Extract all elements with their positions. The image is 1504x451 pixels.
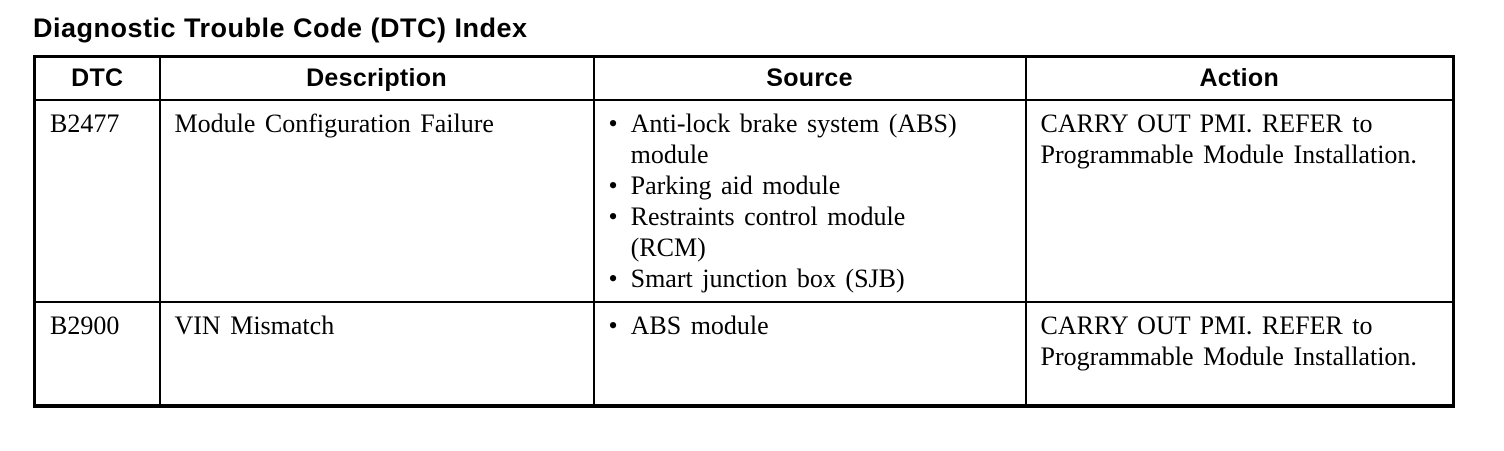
dtc-code-cell: B2477 xyxy=(33,98,161,303)
action-text: CARRY OUT PMI. REFER to Programmable Mod… xyxy=(1040,108,1417,169)
source-list: • Anti-lock brake system (ABS) module • … xyxy=(609,108,1011,294)
column-header-source: Source xyxy=(592,55,1027,101)
source-cell: • ABS module xyxy=(592,300,1027,407)
source-item-text: Smart junction box (SJB) xyxy=(630,263,905,293)
table-row: B2900 VIN Mismatch • ABS module CARRY OU… xyxy=(33,300,1455,407)
source-item-text: Parking aid module xyxy=(630,170,841,200)
source-list-item: • Parking aid module xyxy=(609,170,1011,201)
bullet-icon: • xyxy=(608,310,618,340)
bullet-icon: • xyxy=(608,263,618,293)
action-text: CARRY OUT PMI. REFER to Programmable Mod… xyxy=(1040,310,1417,371)
dtc-code-cell: B2900 xyxy=(33,300,161,407)
bullet-icon: • xyxy=(608,201,618,231)
source-item-text: Anti-lock brake system (ABS) module xyxy=(630,108,957,169)
source-item-text: ABS module xyxy=(630,310,769,340)
description-cell: VIN Mismatch xyxy=(158,300,595,407)
document-page: Diagnostic Trouble Code (DTC) Index DTC … xyxy=(0,13,1504,408)
bullet-icon: • xyxy=(608,108,618,138)
description-cell: Module Configuration Failure xyxy=(158,98,595,303)
dtc-index-table: DTC Description Source Action B2477 Modu… xyxy=(33,55,1455,408)
source-list-item: • Anti-lock brake system (ABS) module xyxy=(609,108,1011,170)
table-header-row: DTC Description Source Action xyxy=(33,55,1455,101)
source-list-item: • ABS module xyxy=(609,310,1011,341)
column-header-description: Description xyxy=(158,55,595,101)
action-cell: CARRY OUT PMI. REFER to Programmable Mod… xyxy=(1024,98,1455,303)
column-header-dtc: DTC xyxy=(33,55,161,101)
action-cell: CARRY OUT PMI. REFER to Programmable Mod… xyxy=(1024,300,1455,407)
column-header-action: Action xyxy=(1024,55,1455,101)
source-list-item: • Smart junction box (SJB) xyxy=(609,263,1011,294)
table-row: B2477 Module Configuration Failure • Ant… xyxy=(33,98,1455,303)
bullet-icon: • xyxy=(608,170,618,200)
source-cell: • Anti-lock brake system (ABS) module • … xyxy=(592,98,1027,303)
source-list-item: • Restraints control module (RCM) xyxy=(609,201,1011,263)
source-list: • ABS module xyxy=(609,310,1011,341)
source-item-text: Restraints control module (RCM) xyxy=(630,201,906,262)
page-title: Diagnostic Trouble Code (DTC) Index xyxy=(33,13,528,43)
